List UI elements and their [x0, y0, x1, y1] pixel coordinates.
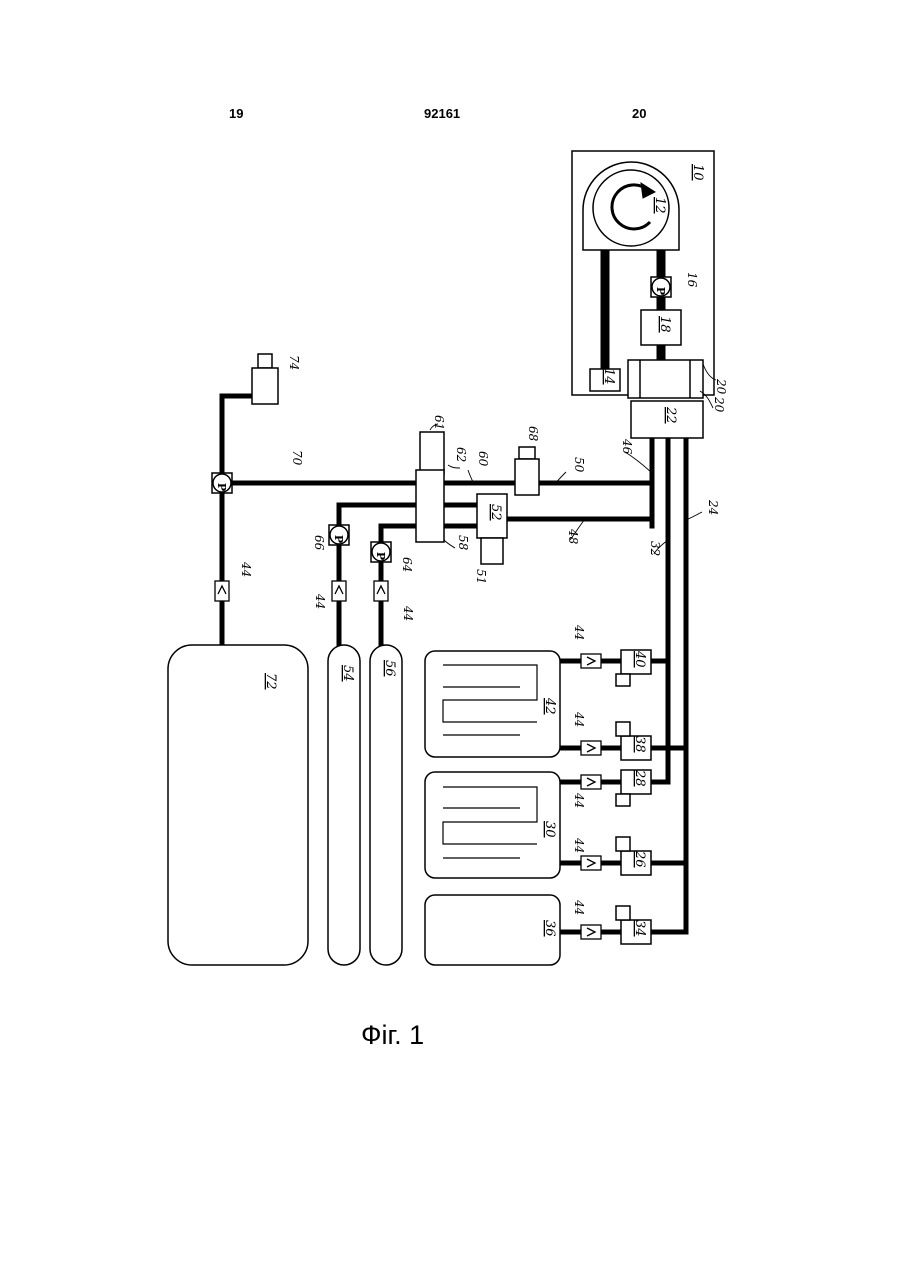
ref-16: 16: [685, 272, 699, 288]
ref-70: 70: [290, 450, 304, 466]
check-valve-icon: [215, 581, 229, 601]
ref-30: 30: [542, 821, 557, 838]
ref-28: 28: [632, 769, 647, 787]
ref-64: 64: [400, 557, 414, 572]
pump-label: P: [332, 535, 345, 543]
check-valve-icon: [581, 654, 601, 668]
container-56: [370, 645, 402, 965]
ref-34: 34: [632, 920, 647, 937]
container-36: [425, 895, 560, 965]
figure-caption: Фіг. 1: [361, 1020, 424, 1051]
ref-44: 44: [401, 605, 415, 621]
ref-24: 24: [706, 499, 720, 515]
container-42: [425, 651, 560, 757]
check-valve-icon: [374, 581, 388, 601]
ref-44: 44: [572, 792, 586, 808]
ref-18: 18: [657, 316, 672, 333]
ref-51: 51: [474, 569, 488, 584]
ref-68: 68: [526, 426, 540, 442]
ref-61: 61: [432, 415, 446, 430]
ref-46: 46: [620, 438, 634, 455]
ref-26: 26: [632, 850, 647, 868]
container-30: [425, 772, 560, 878]
ref-12: 12: [652, 197, 667, 214]
check-valve-icon: [332, 581, 346, 601]
ref-48: 48: [566, 528, 580, 545]
ref-44: 44: [313, 593, 327, 609]
ref-40: 40: [632, 650, 647, 668]
ref-52: 52: [488, 504, 503, 521]
check-valve-icon: [581, 925, 601, 939]
ref-42: 42: [542, 697, 557, 715]
ref-20-top: 20: [714, 378, 728, 395]
pump-label: P: [215, 483, 228, 491]
ref-66: 66: [312, 535, 326, 551]
ref-56: 56: [382, 660, 397, 677]
pump-label: P: [654, 287, 667, 295]
ref-36: 36: [542, 920, 557, 937]
ref-44: 44: [239, 561, 253, 577]
ref-20: 20: [712, 396, 726, 413]
ref-32: 32: [648, 541, 662, 556]
line-60: [339, 505, 477, 535]
ref-38: 38: [632, 736, 647, 753]
ref-44: 44: [572, 711, 586, 727]
component-62: [416, 470, 444, 542]
component-74: [252, 368, 278, 404]
ref-14: 14: [601, 368, 616, 385]
component-51: [481, 538, 503, 564]
ref-58: 58: [456, 535, 470, 551]
ref-60: 60: [476, 451, 490, 467]
ref-10: 10: [690, 164, 705, 181]
container-54: [328, 645, 360, 965]
ref-62: 62: [454, 447, 468, 462]
pump-label: P: [374, 552, 387, 560]
check-valve-icon: [581, 741, 601, 755]
ref-54: 54: [340, 665, 355, 682]
component-61: [420, 432, 444, 474]
ref-44: 44: [572, 899, 586, 915]
check-valve-icon: [581, 856, 601, 870]
component-68: [515, 459, 539, 495]
ref-50: 50: [572, 457, 586, 473]
ref-44: 44: [572, 837, 586, 853]
container-72: [168, 645, 308, 965]
ref-22: 22: [663, 406, 678, 424]
ref-44: 44: [572, 624, 586, 640]
ref-72: 72: [263, 673, 278, 690]
ref-74: 74: [287, 355, 301, 370]
check-valve-icon: [581, 775, 601, 789]
